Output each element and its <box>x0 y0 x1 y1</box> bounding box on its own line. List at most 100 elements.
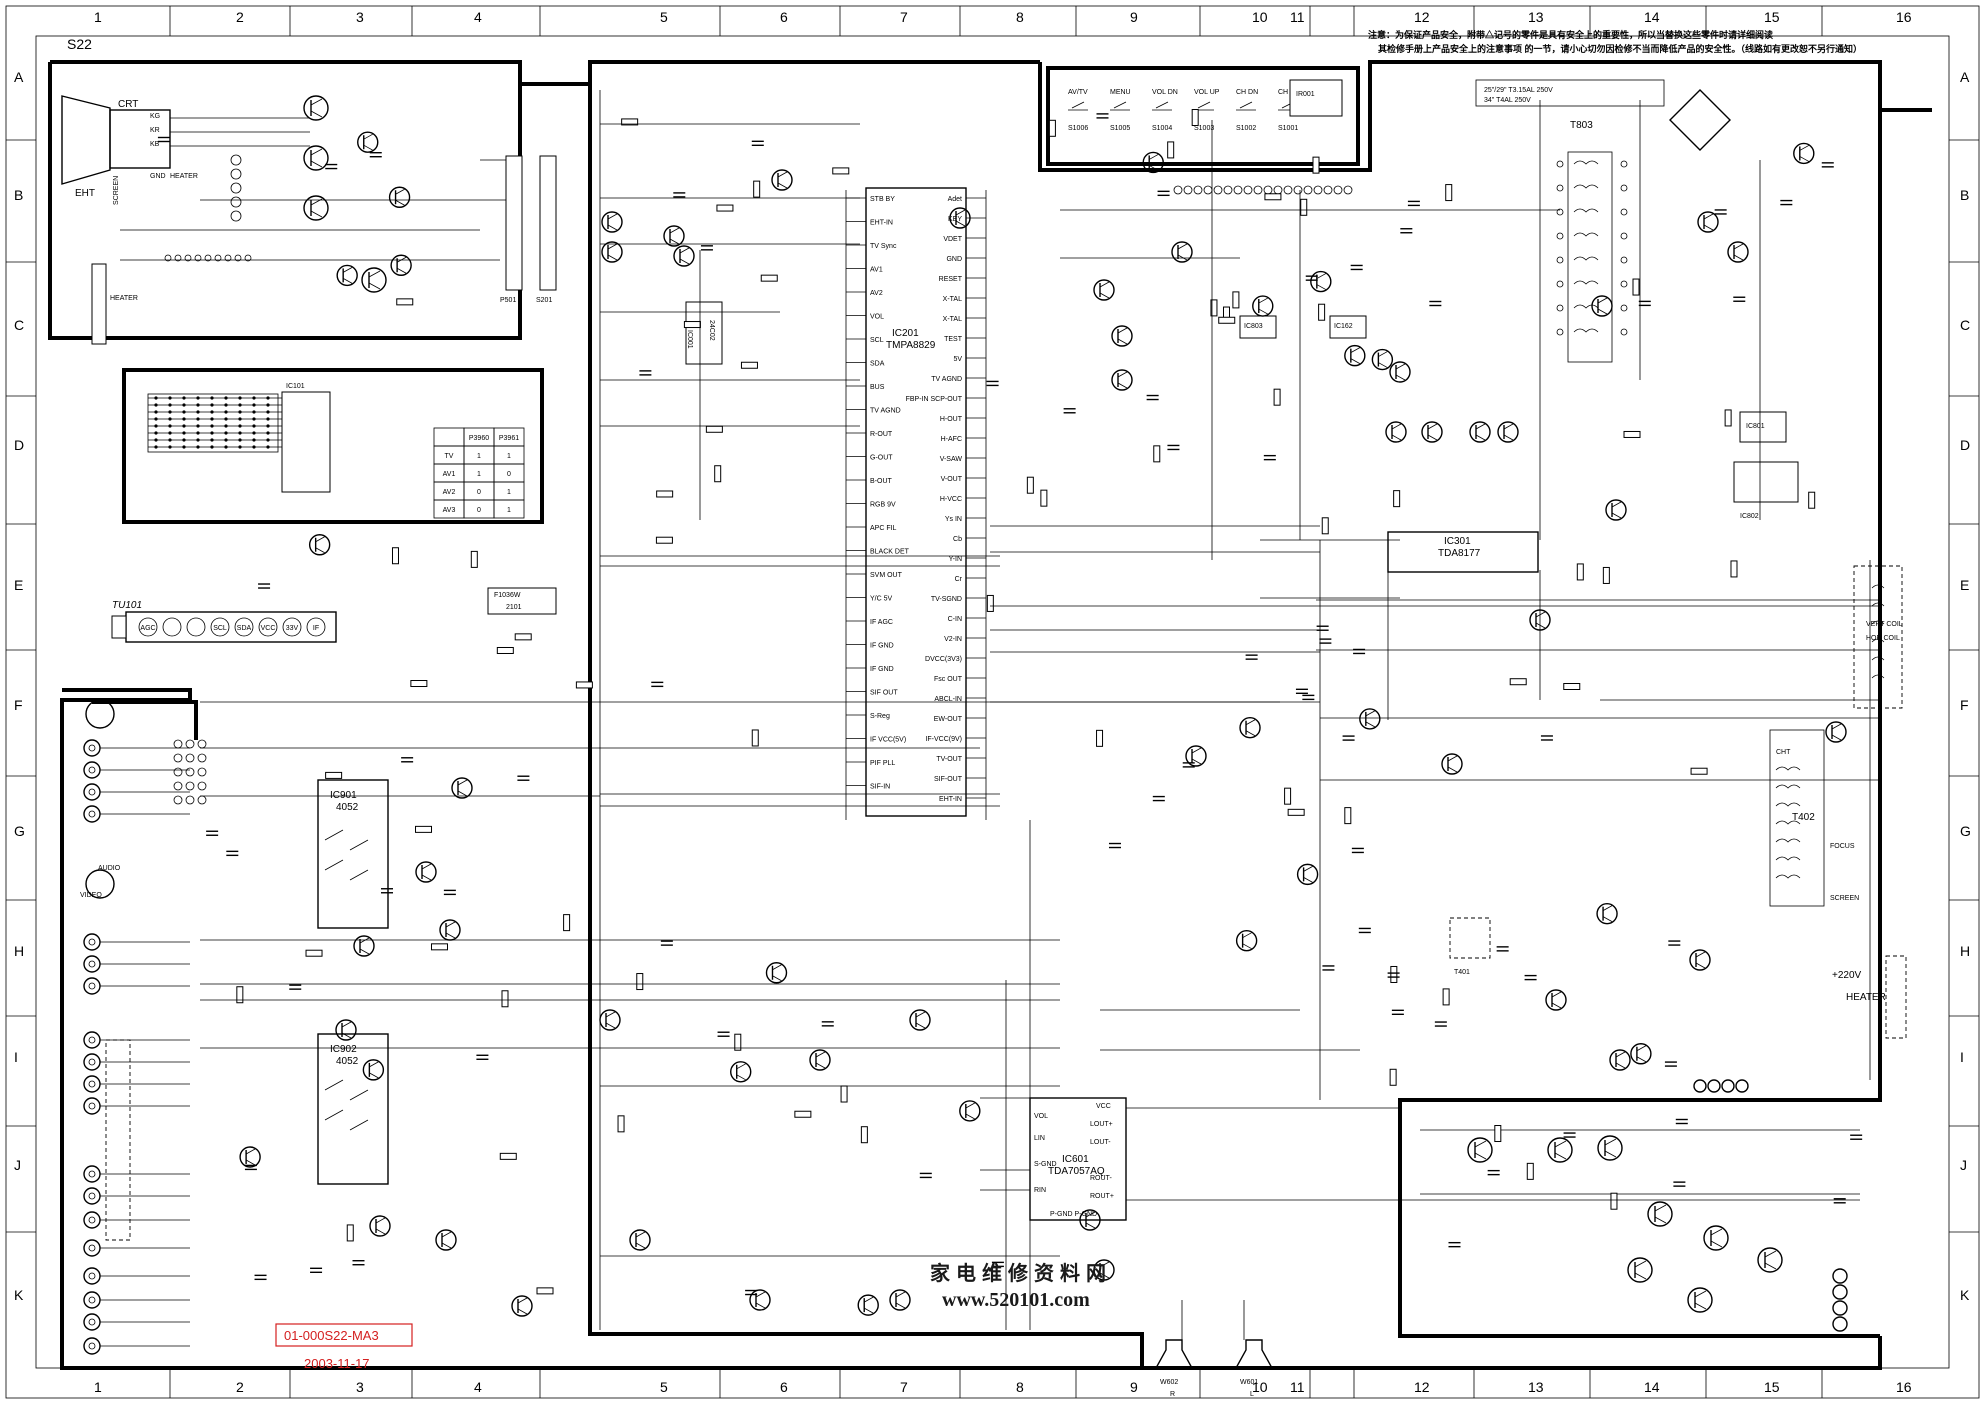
svg-text:IC162: IC162 <box>1334 323 1353 330</box>
key-ref: S1002 <box>1236 125 1256 132</box>
tuner-ref: TU101 <box>112 600 142 611</box>
grid-col-top: 10 <box>1252 9 1268 25</box>
ic201-left-pin: BUS <box>870 384 885 391</box>
grid-col-top: 1 <box>94 9 102 25</box>
ic201-left-pin: TV Sync <box>870 243 897 250</box>
screen-label: SCREEN <box>1830 895 1859 902</box>
speaker-r-label: R <box>1170 1391 1175 1398</box>
av-table-cell: P3960 <box>469 435 489 442</box>
ic901-part: 4052 <box>336 802 359 813</box>
doc-date: 2003-11-17 <box>304 1356 370 1371</box>
key-ref: S1006 <box>1068 125 1088 132</box>
ic201-left-pin: SVM OUT <box>870 572 903 579</box>
av-table-cell: AV3 <box>443 507 456 514</box>
grid-row-right: A <box>1960 69 1970 85</box>
grid-row-right: E <box>1960 577 1969 593</box>
cht-label: CHT <box>1776 749 1791 756</box>
ic201-right-pin: TV AGND <box>931 376 962 383</box>
svg-text:S201: S201 <box>536 297 552 304</box>
grid-row-right: D <box>1960 437 1970 453</box>
grid-row-right: J <box>1960 1157 1967 1173</box>
output-board <box>1420 1079 1860 1332</box>
ic201-left-pin: G-OUT <box>870 455 893 462</box>
av-table-cell: 0 <box>477 507 481 514</box>
grid-col-top: 4 <box>474 9 482 25</box>
grid-col-bottom: 15 <box>1764 1379 1780 1395</box>
ic201-right-pin: TV-SGND <box>931 596 962 603</box>
ic201-left-pin: EHT-IN <box>870 220 893 227</box>
safety-note-line2: 其检修手册上产品安全上的注意事项 的一节，请小心切勿因检修不当而降低产品的安全性… <box>1378 43 1862 54</box>
ic201-right-pin: GND <box>946 256 962 263</box>
ic201-left-pin: SCL <box>870 337 884 344</box>
ic201-right-pin: Ys IN <box>945 516 962 523</box>
av-table-cell: 1 <box>477 471 481 478</box>
ic201-right-pin: VDET <box>943 236 962 243</box>
ic201-right-pin: EW-OUT <box>934 716 963 723</box>
av-table-cell: 0 <box>477 489 481 496</box>
grid-row-left: D <box>14 437 24 453</box>
key-label: CH UP <box>1278 89 1300 96</box>
svg-text:P-GND P-GND: P-GND P-GND <box>1050 1211 1097 1218</box>
grid-col-top: 8 <box>1016 9 1024 25</box>
crt-section: S22 CRT KG KR KB HEATER GND EHT SCREEN H… <box>61 36 557 345</box>
ic201-right-pin: Cb <box>953 536 962 543</box>
ic201-left-pin: SIF-IN <box>870 784 890 791</box>
ic201-right-pin: X-TAL <box>943 296 962 303</box>
ic201-right-pin: X-TAL <box>943 316 962 323</box>
ic803-ref: IC803 <box>1244 323 1263 330</box>
ic201-left-pin: SDA <box>870 361 885 368</box>
ic001-ref: IC001 <box>686 330 693 349</box>
grid-col-top: 11 <box>1290 9 1305 25</box>
ic201-right-pin: Y-IN <box>949 556 962 563</box>
ic901: IC901 4052 <box>317 779 389 929</box>
grid-col-top: 6 <box>780 9 788 25</box>
grid-row-left: K <box>14 1287 24 1303</box>
ic801-ref: IC801 <box>1746 423 1765 430</box>
grid-col-bottom: 8 <box>1016 1379 1024 1395</box>
ic201-part: TMPA8829 <box>886 340 936 351</box>
ic201-right-pin: V2-IN <box>944 636 962 643</box>
label-220v: +220V <box>1832 970 1862 981</box>
flyback-ref: T402 <box>1792 812 1815 823</box>
grid-col-top: 7 <box>900 9 908 25</box>
footer: 01-000S22-MA3 2003-11-17 家电维修资料网 www.520… <box>275 1261 1106 1371</box>
svg-text:ROUT+: ROUT+ <box>1090 1193 1114 1200</box>
ic201-right-pin: EHT-IN <box>939 796 962 803</box>
ic301-ref: IC301 <box>1444 536 1471 547</box>
power-section: T803 25"/29" T3.15AL 250V 34" T4AL 250V … <box>1239 79 1799 520</box>
grid-col-top: 14 <box>1644 9 1660 25</box>
ic201-ref: IC201 <box>892 328 919 339</box>
grid-row-left: A <box>14 69 24 85</box>
audio-label: AUDIO <box>98 865 121 872</box>
ic201-left-pin: IF AGC <box>870 619 893 626</box>
watermark-url: www.520101.com <box>942 1289 1090 1311</box>
board-outlines <box>48 60 1932 1370</box>
svg-text:VOL: VOL <box>1034 1113 1048 1120</box>
ic201-left-pin: IF VCC(5V) <box>870 737 906 744</box>
crt-pin-heater: HEATER <box>170 173 198 180</box>
ic201-left-pin: APC FIL <box>870 525 897 532</box>
speaker-r-ref: W602 <box>1160 1379 1178 1386</box>
key-label: VOL UP <box>1194 89 1220 96</box>
svg-text:S-GND: S-GND <box>1034 1161 1057 1168</box>
label-heater: HEATER <box>1846 992 1886 1003</box>
ic201-left-pin: BLACK DET <box>870 549 910 556</box>
ic201-left-pin: IF GND <box>870 666 894 673</box>
ic201-body <box>865 187 967 817</box>
crt-pin-eht: EHT <box>75 188 95 199</box>
ic201-left-pin: B-OUT <box>870 478 893 485</box>
key-ref: S1004 <box>1152 125 1172 132</box>
ic201-right-pin: DVCC(3V3) <box>925 656 962 663</box>
ic201-left-pin: VOL <box>870 314 884 321</box>
grid-col-bottom: 11 <box>1290 1379 1305 1395</box>
grid-col-bottom: 4 <box>474 1379 482 1395</box>
crt-pin-gnd: GND <box>150 173 166 180</box>
doc-code: 01-000S22-MA3 <box>284 1328 379 1343</box>
tuner-pin: 33V <box>286 625 299 632</box>
ic601-ref: IC601 <box>1062 1154 1089 1165</box>
ic201-right-pin: Fsc OUT <box>934 676 963 683</box>
